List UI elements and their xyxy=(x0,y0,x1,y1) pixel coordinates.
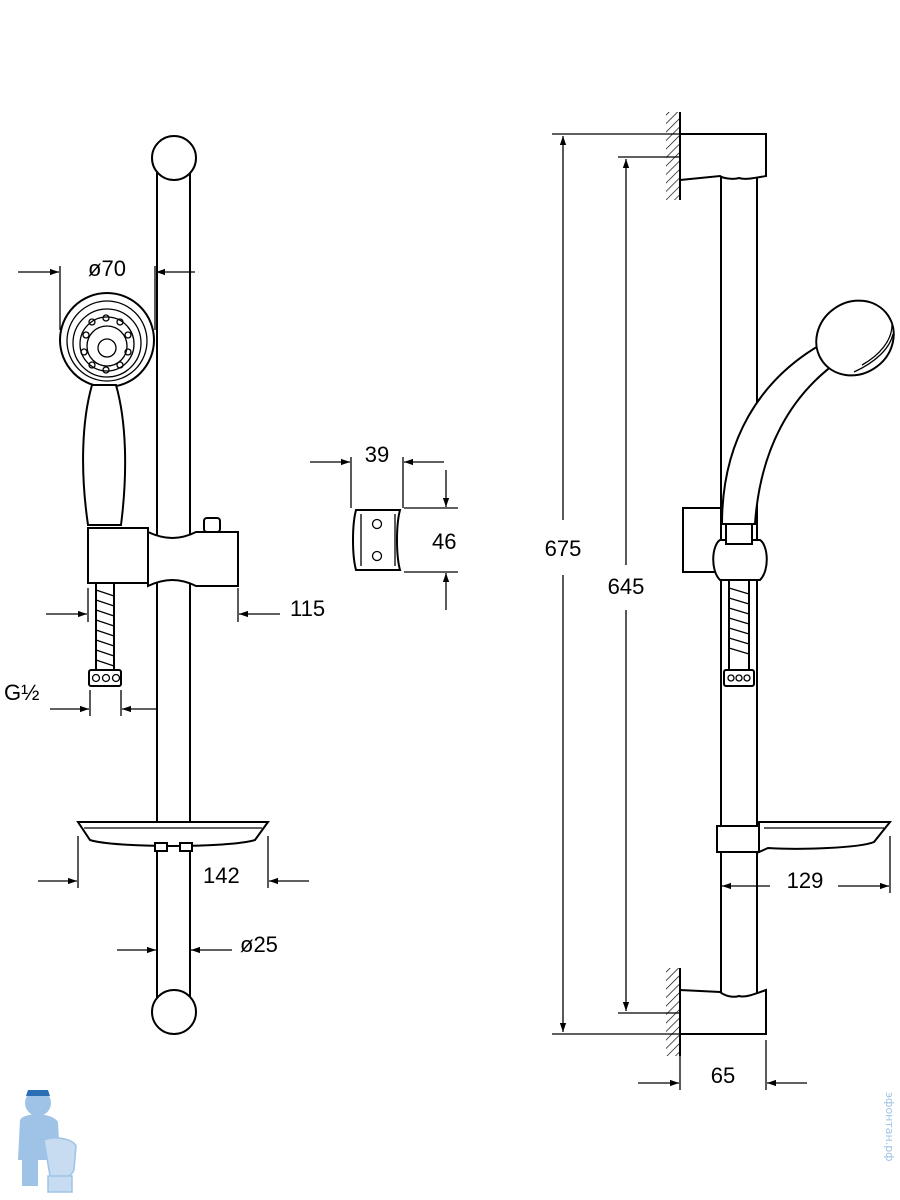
side-view: 675 645 129 65 xyxy=(545,112,895,1090)
label-bracket-projection: 65 xyxy=(711,1063,735,1088)
bar-bottom-cap xyxy=(151,989,197,1035)
soap-dish xyxy=(76,821,270,852)
side-handshower xyxy=(720,299,895,525)
label-soap-dish-width: 142 xyxy=(203,863,240,888)
front-view: ø70 115 G½ 142 xyxy=(4,135,325,1035)
label-holder-height: 46 xyxy=(432,529,456,554)
hose xyxy=(88,582,122,687)
slider-holder xyxy=(87,517,239,588)
side-hose xyxy=(723,579,755,687)
watermark-logo xyxy=(18,1090,77,1193)
side-soap-dish xyxy=(716,821,893,854)
wall-hatch-top xyxy=(666,112,680,200)
holder-detail-view: 39 46 xyxy=(310,442,458,610)
side-slider xyxy=(682,507,768,581)
dim-total-height: 675 xyxy=(545,133,680,1035)
label-soap-dish-depth: 129 xyxy=(787,868,824,893)
wall-hatch-bottom xyxy=(666,968,680,1056)
holder-body xyxy=(352,509,402,571)
label-holder-width: 39 xyxy=(365,442,389,467)
dim-bracket-spacing: 645 xyxy=(608,156,680,1014)
dim-slider-projection: 115 xyxy=(46,588,325,622)
label-handshower-diameter: ø70 xyxy=(88,256,126,281)
dim-soap-dish-depth: 129 xyxy=(720,836,891,893)
slide-bar xyxy=(156,159,191,1011)
label-bar-diameter: ø25 xyxy=(240,932,278,957)
dim-handshower-diameter: ø70 xyxy=(18,256,195,330)
top-bracket xyxy=(679,133,767,182)
label-total-height: 675 xyxy=(545,536,582,561)
dim-thread: G½ xyxy=(4,680,156,716)
watermark-text: эфонтан.рф xyxy=(883,1092,896,1162)
label-bracket-spacing: 645 xyxy=(608,574,645,599)
handshower-handle xyxy=(82,384,127,526)
label-thread: G½ xyxy=(4,680,39,705)
dim-bracket-projection: 65 xyxy=(638,1040,807,1090)
handshower-head xyxy=(59,292,155,388)
bar-top-cap xyxy=(151,135,197,181)
dim-soap-dish-width: 142 xyxy=(38,836,309,888)
dim-bar-diameter: ø25 xyxy=(117,932,278,957)
label-slider-projection: 115 xyxy=(290,596,325,621)
bottom-bracket xyxy=(679,988,767,1035)
